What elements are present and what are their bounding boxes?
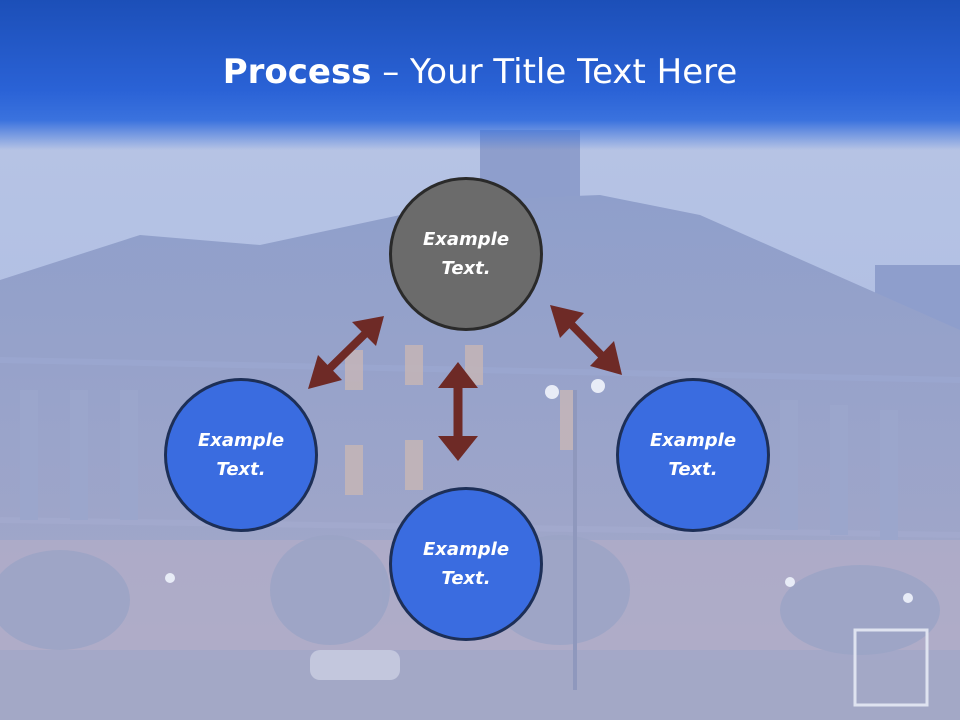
header-band [0, 0, 960, 150]
double-arrow-top-left [308, 316, 384, 389]
double-arrow-top-right [550, 305, 622, 375]
title-bold: Process [222, 52, 372, 92]
node-right-text: Example Text. [649, 430, 737, 480]
node-bottom: Example Text. [389, 487, 543, 641]
node-bottom-text: Example Text. [422, 539, 510, 589]
node-left: Example Text. [164, 378, 318, 532]
slide-title: Process – Your Title Text Here [0, 52, 960, 92]
node-right: Example Text. [616, 378, 770, 532]
double-arrow-vertical [438, 362, 478, 461]
node-left-text: Example Text. [197, 430, 285, 480]
node-top-text: Example Text. [422, 229, 510, 279]
node-top: Example Text. [389, 177, 543, 331]
title-rest: – Your Title Text Here [371, 52, 738, 92]
